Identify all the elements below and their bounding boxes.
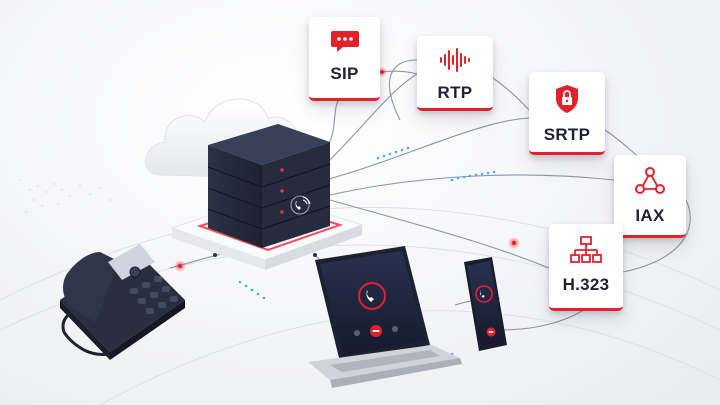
protocol-label-srtp: SRTP bbox=[543, 125, 591, 144]
protocol-card-sip: SIP bbox=[309, 17, 380, 101]
network-nodes-icon bbox=[635, 167, 665, 200]
server-phone-icon bbox=[290, 195, 311, 215]
world-map-background bbox=[18, 178, 112, 214]
protocol-card-iax: IAX bbox=[614, 155, 686, 238]
protocol-card-rtp: RTP bbox=[417, 36, 493, 111]
protocol-card-h323: H.323 bbox=[549, 224, 623, 311]
protocol-label-sip: SIP bbox=[330, 64, 359, 83]
audio-wave-icon bbox=[438, 48, 472, 77]
mobile-phone bbox=[464, 257, 507, 351]
mobile-hangup-icon bbox=[486, 327, 496, 337]
protocol-card-srtp: SRTP bbox=[529, 72, 605, 155]
pbx-server bbox=[207, 124, 331, 248]
protocol-label-iax: IAX bbox=[635, 206, 665, 225]
laptop-hangup-icon bbox=[370, 325, 382, 337]
laptop-softphone bbox=[308, 246, 462, 388]
mobile-call-icon bbox=[475, 285, 493, 303]
lock-shield-icon bbox=[554, 84, 580, 119]
hierarchy-icon bbox=[570, 236, 602, 269]
chat-bubble-icon bbox=[330, 29, 360, 58]
ip-desk-phone bbox=[60, 244, 185, 360]
laptop-call-icon bbox=[358, 282, 386, 310]
protocol-label-rtp: RTP bbox=[437, 83, 473, 102]
protocol-label-h323: H.323 bbox=[562, 275, 610, 294]
